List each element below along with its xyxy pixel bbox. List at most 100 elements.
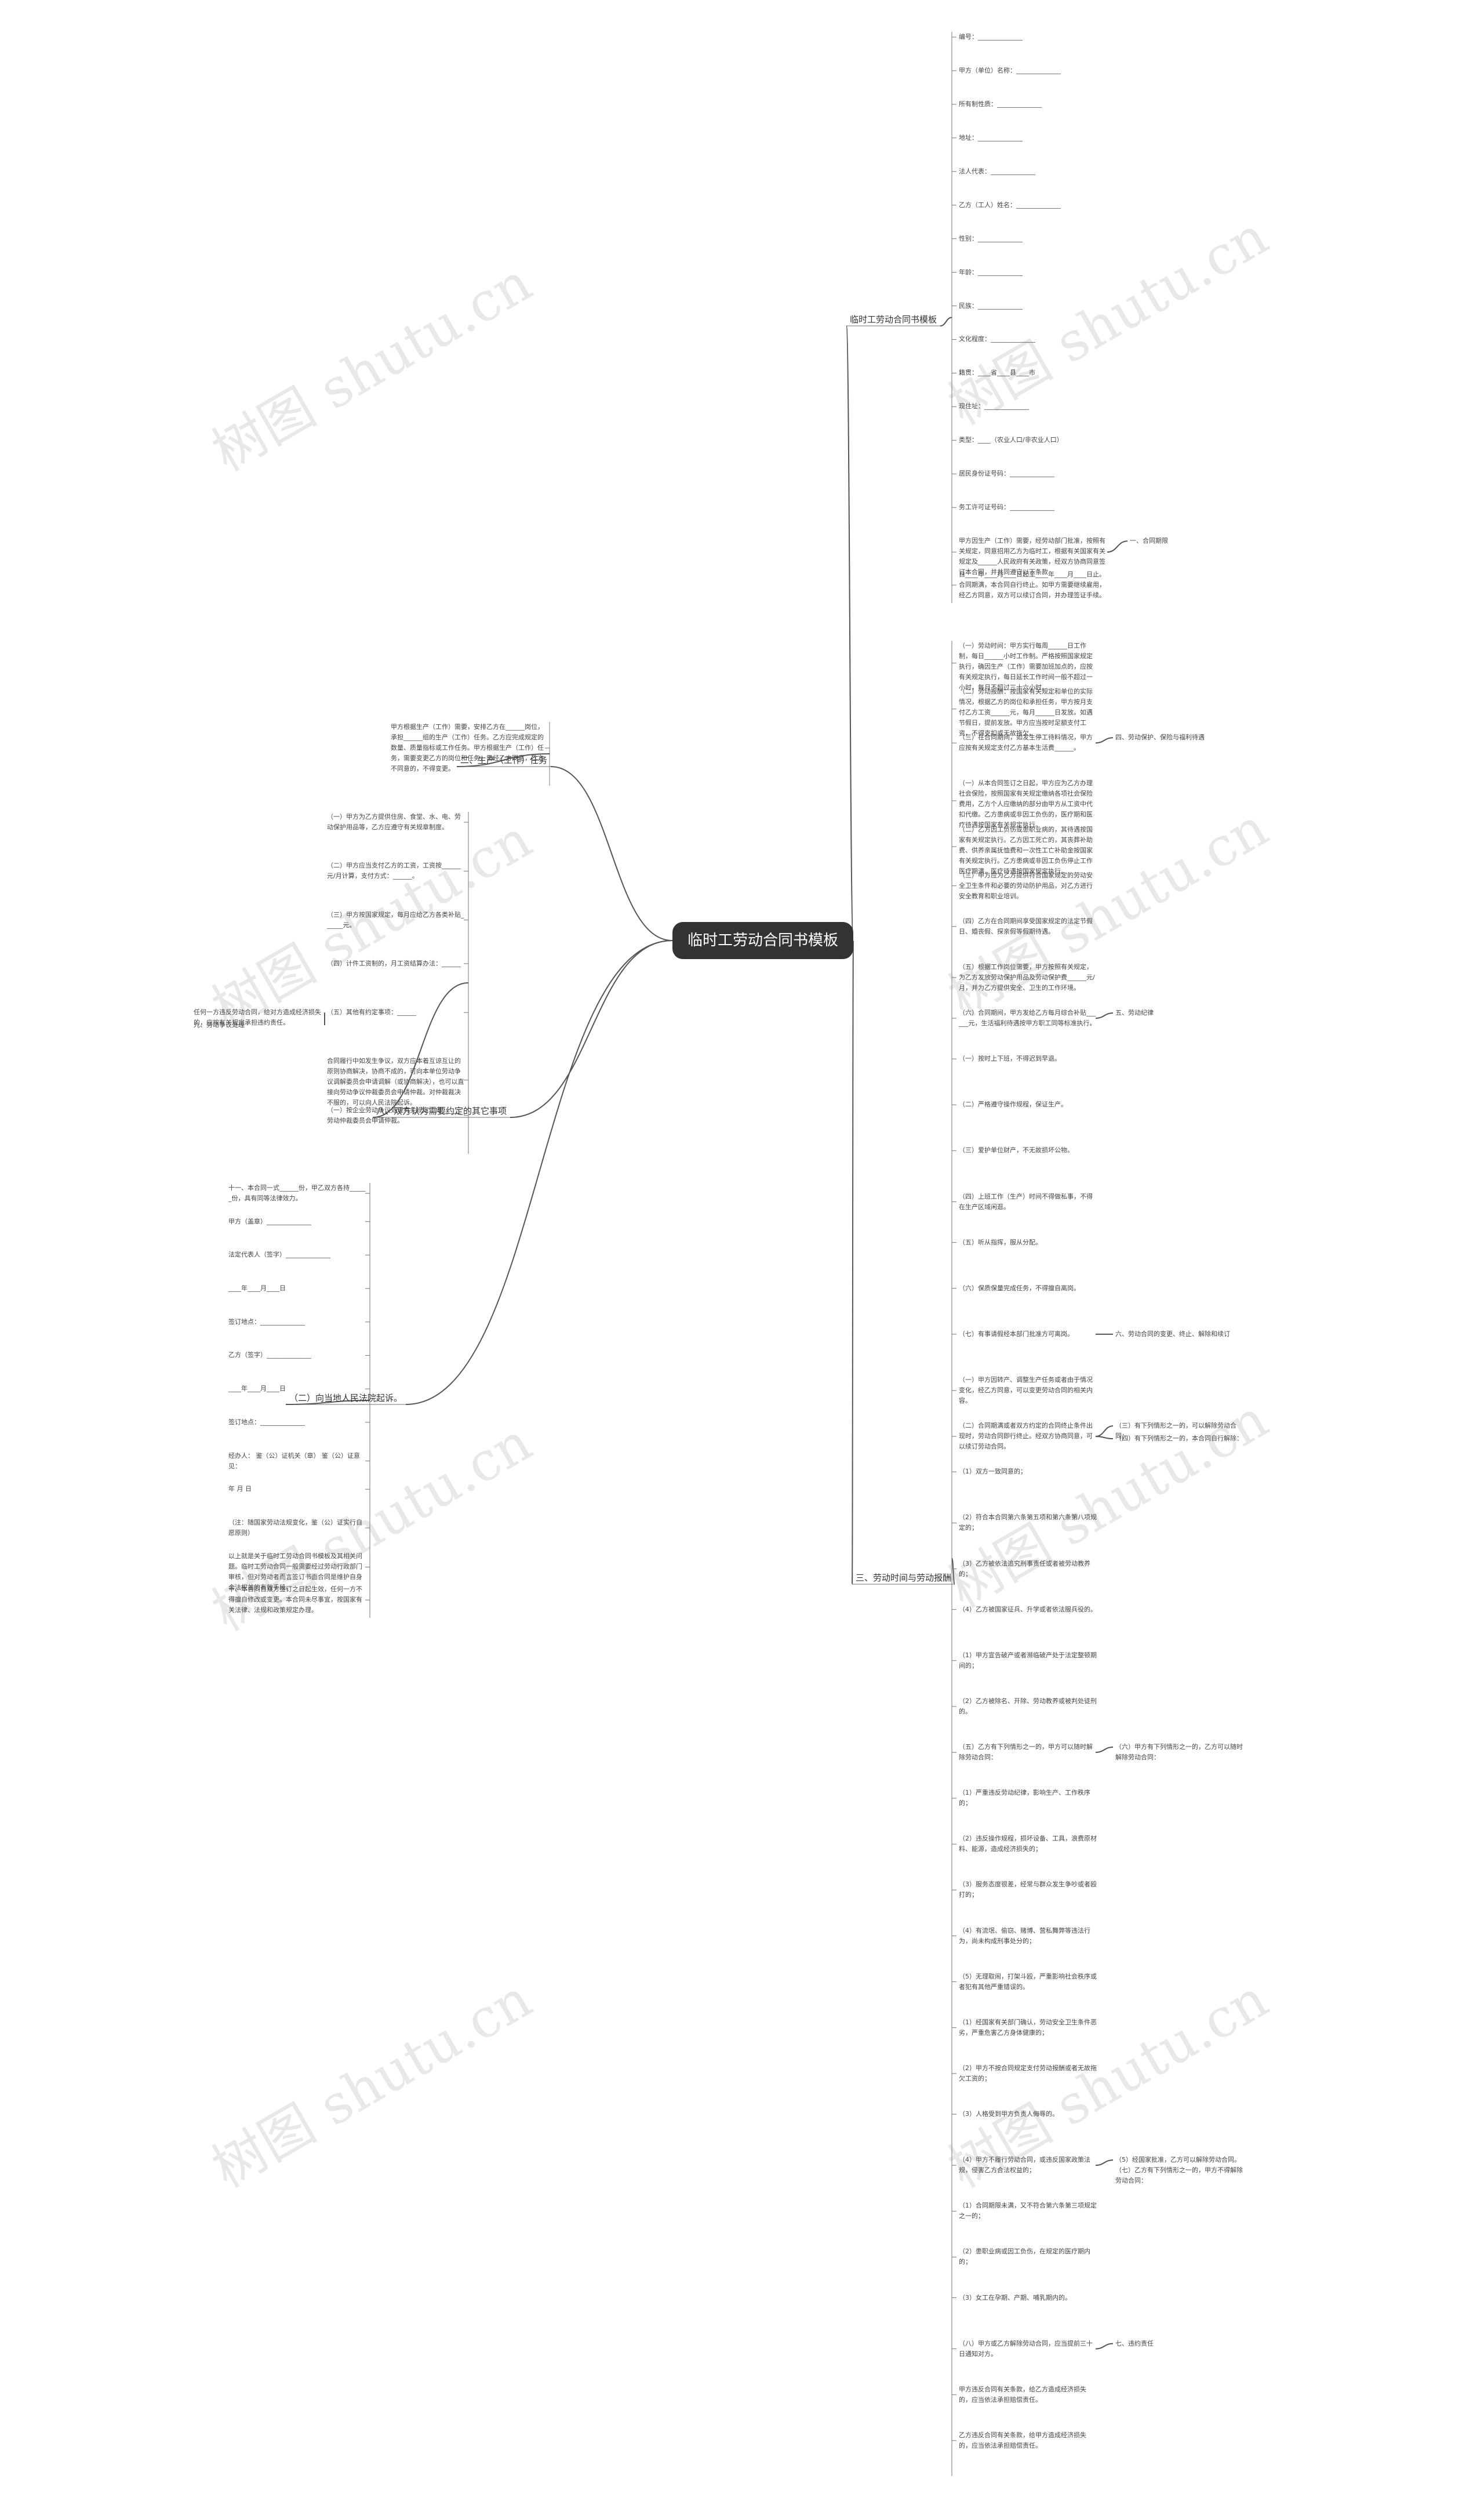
branch-child-node: （二）乙方因工负伤或患职业病的，其待遇按国家有关规定执行。乙方因工死亡的，其丧葬… [959, 825, 1093, 875]
branch-child-node: （四）计件工资制的，月工资结算办法：______ [327, 959, 461, 967]
branch-child-node: （一）甲方因转产、调整生产任务或者由于情况变化，经乙方同意，可以变更劳动合同的相… [959, 1376, 1093, 1404]
sub-connector [1095, 2159, 1114, 2166]
branch-child-node: 地址：______________ [959, 133, 1023, 141]
branch-child-node: （4）乙方被国家征兵、升学或者依法服兵役的。 [959, 1605, 1097, 1613]
branch-child-node: （八）甲方或乙方解除劳动合同，应当提前三十日通知对方。 [959, 2339, 1093, 2358]
branch-child-node: （注：随国家劳动法规变化，鉴（公）证实行自愿原则） [228, 1518, 362, 1537]
sub-node: 任何一方违反劳动合同，给对方造成经济损失的，应按有关规定承担违约责任。 [194, 1008, 321, 1027]
branch-connector [846, 325, 854, 941]
branch-child-node: 乙方（签字）______________ [228, 1351, 311, 1359]
branch-child-node: （三）甲方应为乙方提供符合国家规定的劳动安全卫生条件和必要的劳动防护用品，对乙方… [959, 871, 1093, 900]
sub-connector [1107, 540, 1128, 553]
branch-child-node: （二）劳动报酬：按国家有关规定和单位的实际情况，根据乙方的岗位和承担任务，甲方按… [959, 688, 1093, 738]
branch-child-node: 甲方（盖章）______________ [228, 1217, 311, 1225]
branch-child-node: 类型：____（农业人口/非农业人口） [959, 436, 1063, 444]
branch-child-node: （2）乙方被除名、开除、劳动教养或被判处徒刑的。 [959, 1697, 1097, 1715]
branch-child-node: 民族：______________ [959, 302, 1023, 310]
branch-topic[interactable]: 二、生产（工作）任务 [460, 755, 548, 765]
branch-topic[interactable]: （二）向当地人民法院起诉。 [289, 1393, 403, 1403]
branch-child-node: 甲方违反合同有关条款，给乙方造成经济损失的，应当依法承担赔偿责任。 [959, 2385, 1086, 2404]
root-topic[interactable]: 临时工劳动合同书模板 [672, 922, 854, 959]
branch-child-node: （1）甲方宣告破产或者濒临破产处于法定整顿期间的； [959, 1651, 1097, 1669]
branch-child-node: （一）按企业劳动争议处理有关规定，向______劳动仲裁委员会申请仲裁。 [327, 1106, 461, 1124]
spine-connector [940, 317, 952, 326]
branch-child-node: 十、本合同自双方签订之日起生效，任何一方不得擅自修改或变更。本合同未尽事宜，按国… [228, 1585, 362, 1614]
sub-node: （5）经国家批准，乙方可以解除劳动合同。（七）乙方有下列情形之一的，甲方不得解除… [1115, 2156, 1243, 2185]
branch-child-node: （3）女工在孕期、产期、哺乳期内的。 [959, 2293, 1071, 2301]
branch-child-node: （六）合同期间，甲方发给乙方每月综合补贴______元，生活福利待遇按甲方职工同… [959, 1009, 1096, 1027]
branch-child-node: （一）从本合同签订之日起，甲方应为乙方办理社会保险，按照国家有关规定缴纳各项社会… [959, 779, 1093, 829]
sub-node: 四、劳动保护、保险与福利待遇 [1115, 734, 1205, 742]
branch-child-node: 法人代表：______________ [959, 167, 1035, 175]
branch-child-node: （四）上班工作（生产）时间不得做私事，不得在生产区域闲逛。 [959, 1192, 1093, 1211]
branch-child-node: 务工许可证号码：______________ [959, 503, 1054, 511]
branch-child-node: 年龄：______________ [959, 268, 1023, 276]
branch-connector [852, 940, 854, 1585]
branch-child-node: （1）合同期限未满，又不符合第六条第三项规定之一的； [959, 2202, 1097, 2220]
branch-child-node: （4）有流氓、偷窃、赌博、营私舞弊等违法行为，尚未构成刑事处分的； [959, 1926, 1090, 1945]
branch-child-node: 甲方根据生产（工作）需要，安排乙方在______岗位，承担______组的生产（… [391, 723, 544, 772]
branch-child-node: 签订地点：______________ [228, 1317, 305, 1326]
branch-child-node: （2）患职业病或因工负伤，在规定的医疗期内的； [959, 2248, 1090, 2266]
branch-child-node: （五）其他有约定事项：______ [327, 1008, 416, 1017]
spine-connector [372, 982, 469, 1118]
branch-child-node: （六）保质保量完成任务，不得擅自离岗。 [959, 1284, 1080, 1292]
branch-child-node: 以上就是关于临时工劳动合同书模板及其相关问题。临时工劳动合同一般需要经过劳动行政… [228, 1552, 362, 1591]
branch-child-node: ____年____月____日 [228, 1284, 286, 1293]
sub-connector [1095, 1012, 1114, 1019]
branch-child-node: 甲方因生产（工作）需要，经劳动部门批准，按照有关规定，同意招用乙方为临时工，根据… [959, 537, 1105, 576]
branch-child-node: （2）违反操作规程，损坏设备、工具，浪费原材料、能源，造成经济损失的； [959, 1835, 1097, 1853]
branch-child-node: （四）乙方在合同期间享受国家规定的法定节假日、婚丧假、探亲假等假期待遇。 [959, 917, 1093, 935]
branch-child-node: （4）甲方不履行劳动合同，或违反国家政策法规，侵害乙方合法权益的； [959, 2156, 1090, 2174]
branch-child-node: （5）无理取闹，打架斗殴，严重影响社会秩序或者犯有其他严重错误的。 [959, 1972, 1097, 1991]
branch-child-node: 年 月 日 [228, 1485, 252, 1493]
spine-connector [456, 753, 550, 767]
branch-connector [405, 940, 673, 1405]
branch-child-node: （三）在合同期间，如发生停工待料情况，甲方应按有关规定支付乙方基本生活费____… [959, 734, 1093, 752]
branch-child-node: 居民身份证号码：______________ [959, 470, 1054, 478]
branch-child-node: 十一、本合同一式______份，甲乙双方各持______份，具有同等法律效力。 [228, 1184, 366, 1202]
branch-child-node: 签订地点：______________ [228, 1418, 305, 1426]
sub-connector [1095, 1436, 1114, 1440]
branch-child-node: （二）甲方应当支付乙方的工资，工资按______元/月计算，支付方式：_____… [327, 862, 461, 880]
branch-child-node: （五）根据工作岗位需要，甲方按照有关规定，为乙方发放劳动保护用品及劳动保护费__… [959, 963, 1095, 992]
branch-child-node: （七）有事请假经本部门批准方可离岗。 [959, 1330, 1074, 1338]
spine-connector [951, 1558, 955, 1585]
branch-child-node: 编号：______________ [959, 33, 1023, 41]
branch-child-node: （三）爱护单位财产，不无故损坏公物。 [959, 1146, 1074, 1155]
branch-connector [550, 766, 673, 941]
branch-child-node: 乙方违反合同有关条款，给甲方造成经济损失的，应当依法承担赔偿责任。 [959, 2431, 1086, 2449]
branch-topic[interactable]: 临时工劳动合同书模板 [850, 314, 937, 325]
branch-child-node: （3）乙方被依法追究刑事责任或者被劳动教养的； [959, 1559, 1090, 1578]
branch-topic[interactable]: 八、双方认为需要约定的其它事项 [376, 1106, 507, 1116]
branch-child-node: （五）听从指挥，服从分配。 [959, 1238, 1042, 1246]
branch-child-node: 性别：______________ [959, 234, 1023, 242]
sub-node: （三）有下列情形之一的，可以解除劳动合同： [1115, 1422, 1236, 1440]
branch-child-node: （1）经国家有关部门确认，劳动安全卫生条件恶劣，严重危害乙方身体健康的； [959, 2018, 1097, 2036]
sub-node: 九、劳动争议处理 [194, 1021, 245, 1029]
sub-node: （四）有下列情形之一的，本合同自行解除： [1115, 1435, 1243, 1443]
branch-child-node: （一）劳动时间：甲方实行每周______日工作制，每日______小时工作制。严… [959, 642, 1093, 691]
sub-connector [1095, 2343, 1114, 2350]
branch-child-node: （1）双方一致同意的； [959, 1468, 1027, 1476]
spine-connector [285, 1400, 370, 1405]
branch-child-node: 文化程度：______________ [959, 335, 1035, 343]
branch-child-node: 甲方（单位）名称：______________ [959, 66, 1061, 74]
sub-connector [1095, 737, 1114, 744]
branch-child-node: （二）合同期满或者双方约定的合同终止条件出现时，劳动合同即行终止。经双方协商同意… [959, 1422, 1093, 1451]
branch-topic[interactable]: 三、劳动时间与劳动报酬 [856, 1573, 952, 1583]
branch-child-node: 自____年____月____日起至____年____月____日止。合同期满，… [959, 571, 1105, 600]
branch-child-node: 籍贯：____省____县____市 [959, 369, 1035, 377]
sub-node: 六、劳动合同的变更、终止、解除和续订 [1115, 1330, 1230, 1338]
branch-child-node: 合同履行中如发生争议，双方应本着互谅互让的原则协商解决，协商不成的，可向本单位劳… [327, 1057, 464, 1107]
branch-child-node: （一）按时上下班，不得迟到早退。 [959, 1055, 1061, 1063]
branch-child-node: 现住址：______________ [959, 402, 1029, 411]
sub-node: 一、合同期限 [1130, 537, 1168, 545]
branch-child-node: （3）人格受到甲方负责人侮辱的。 [959, 2110, 1059, 2118]
branch-child-node: 经办人： 鉴（公）证机关（章） 鉴（公）证意见： [228, 1451, 360, 1470]
branch-child-node: ____年____月____日 [228, 1385, 286, 1393]
sub-node: 七、违约责任 [1115, 2339, 1154, 2347]
branch-child-node: （五）乙方有下列情形之一的，甲方可以随时解除劳动合同： [959, 1743, 1093, 1761]
branch-child-node: （1）严重违反劳动纪律，影响生产、工作秩序的； [959, 1789, 1090, 1807]
